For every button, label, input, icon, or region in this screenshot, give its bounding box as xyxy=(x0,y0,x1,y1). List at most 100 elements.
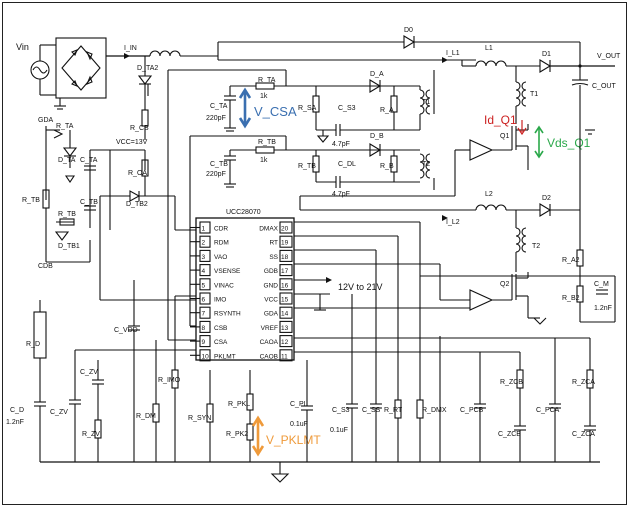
ic-pin-box-20 xyxy=(279,221,293,234)
iin-label: I_IN xyxy=(124,45,137,52)
czcb-label: C_ZCB xyxy=(498,431,521,438)
ic-pin-number-19: 19 xyxy=(281,240,289,247)
rzv-label: R_ZV xyxy=(82,431,100,438)
ic-pin-number-15: 15 xyxy=(281,297,289,304)
ic-pin-label-cdr: CDR xyxy=(214,226,228,233)
ic-pin-label-gda: GDA xyxy=(264,311,279,318)
d2-label: D2 xyxy=(542,195,551,202)
mosfet-q2 xyxy=(511,272,529,318)
dtb2-label: D_TB2 xyxy=(126,201,148,208)
ac-source xyxy=(30,45,50,95)
cdb-label: CDB xyxy=(38,263,53,270)
inductor-l1 xyxy=(475,60,507,67)
rpk2-label: R_PK2 xyxy=(226,431,248,438)
il2-label: I_L2 xyxy=(446,219,460,226)
ic-pin-label-gnd: GND xyxy=(264,282,279,289)
ic-pin-label-dmax: DMAX xyxy=(259,226,278,233)
il1-label: I_L1 xyxy=(446,50,460,57)
ic-pin-number-13: 13 xyxy=(281,325,289,332)
ic-pin-label-ss: SS xyxy=(269,254,278,261)
ic-pin-number-16: 16 xyxy=(281,282,289,289)
id-q1-annotation: Id_Q1 xyxy=(484,113,517,127)
cpcb-label: C_PCB xyxy=(460,407,484,414)
ic-pin-number-6: 6 xyxy=(202,297,206,304)
ic-pin-label-rsynth: RSYNTH xyxy=(214,311,241,318)
gate-driver-a xyxy=(469,139,494,161)
ic-pin-label-vinac: VINAC xyxy=(214,282,234,289)
rpkl-label: R_PKL xyxy=(228,401,250,408)
gda-label: GDA xyxy=(38,117,54,124)
ic-pin-label-vao: VAO xyxy=(214,254,227,261)
ic-pin-label-csa: CSA xyxy=(214,339,228,346)
ic-pin-number-18: 18 xyxy=(281,254,289,261)
ic-pin-number-4: 4 xyxy=(202,268,206,275)
ic-pin-box-18 xyxy=(279,249,293,262)
ic-pin-label-vref: VREF xyxy=(261,325,278,332)
ptha-label: R_TA xyxy=(56,123,74,130)
ic-pin-box-17 xyxy=(279,264,293,277)
ground-symbol xyxy=(270,473,290,483)
cs3-label: C_S3 xyxy=(332,407,350,414)
cs1-value: 4.7pF xyxy=(332,141,350,148)
rb2-label: R_B2 xyxy=(562,295,580,302)
rtb1-label: R_TB xyxy=(22,197,40,204)
rsync-label: R_SYN xyxy=(188,415,211,422)
ic-pin-box-16 xyxy=(279,278,293,291)
ic-pin-number-11: 11 xyxy=(281,353,288,360)
css-label: C_SS xyxy=(362,407,381,414)
cdl-label: C_DL xyxy=(338,161,356,168)
ic-pin-box-19 xyxy=(279,235,293,248)
ic-pin-number-5: 5 xyxy=(202,282,206,289)
ic-pin-box-13 xyxy=(279,320,293,333)
v-pklmt-annotation: V_PKLMT xyxy=(266,433,321,447)
rtb-label: R_TB xyxy=(298,163,316,170)
rdmx-label: R_DMX xyxy=(422,407,447,414)
cm-value: 1.2nF xyxy=(594,305,612,312)
rca-label: R_CB xyxy=(130,125,149,132)
d0-label: D0 xyxy=(404,27,413,34)
ic-pin-number-14: 14 xyxy=(281,311,289,318)
cd-value: 1.2nF xyxy=(6,419,24,426)
rzca-label: R_ZCA xyxy=(572,379,595,386)
ic-pin-label-vsense: VSENSE xyxy=(214,268,241,275)
ic-pin-label-rt: RT xyxy=(269,240,278,247)
ic-pin-number-17: 17 xyxy=(281,268,289,275)
cd-label: C_D xyxy=(10,407,24,414)
rb-label: R_B xyxy=(380,163,394,170)
gate-driver-b xyxy=(469,289,494,311)
ic-pin-box-15 xyxy=(279,292,293,305)
rtb-value: 1k xyxy=(260,157,268,164)
range-label: 12V to 21V xyxy=(338,282,383,292)
czv2-label: C_ZV xyxy=(50,409,68,416)
rzcb-label: R_ZCB xyxy=(500,379,523,386)
cpl-label: C_PL xyxy=(290,401,308,408)
db-label: D_B xyxy=(370,133,384,140)
d1-label: D1 xyxy=(542,51,551,58)
rtb2-label: R_TB xyxy=(258,139,276,146)
rtb-low-label: R_TB xyxy=(58,211,76,218)
ra-label: R_A xyxy=(380,107,394,114)
ic-pin-label-caoa: CAOA xyxy=(260,339,279,346)
cta-value: 220pF xyxy=(206,115,226,122)
rdm-label: R_DM xyxy=(136,413,156,420)
ctb-value: 220pF xyxy=(206,171,226,178)
ic-pin-label-csb: CSB xyxy=(214,325,227,332)
input-inductor xyxy=(149,50,181,57)
t2-sense-label: T2 xyxy=(422,161,430,168)
ic-pin-box-14 xyxy=(279,306,293,319)
cta-label: C_TA xyxy=(210,103,228,110)
q2-label: Q2 xyxy=(500,281,509,288)
ic-pin-label-caob: CAOB xyxy=(260,353,278,360)
ic-pin-label-imo: IMO xyxy=(214,297,226,304)
rob-label: R_OA xyxy=(128,170,147,177)
ic-pin-label-vcc: VCC xyxy=(264,297,278,304)
id-q1-arrow xyxy=(517,120,527,136)
l1-label: L1 xyxy=(485,45,493,52)
dtb1-label: D_TA xyxy=(58,157,76,164)
ic-pin-number-1: 1 xyxy=(202,226,206,233)
rimo-label: R_IMO xyxy=(158,377,181,384)
ic-pin-number-8: 8 xyxy=(202,325,206,332)
ucc28070-ic: UCC28070 xyxy=(195,209,295,361)
ic-name: UCC28070 xyxy=(226,209,261,216)
ra2-label: R_A2 xyxy=(562,257,580,264)
